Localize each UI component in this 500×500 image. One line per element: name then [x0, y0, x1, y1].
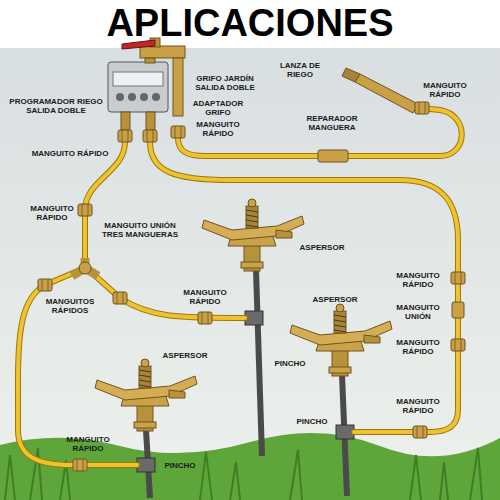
- part-label: MANGUITO RÁPIDO: [193, 121, 243, 139]
- part-label: PROGRAMADOR RIEGO SALIDA DOBLE: [8, 98, 104, 116]
- part-label: MANGUITO RÁPIDO: [395, 398, 441, 416]
- part-label: MANGUITO RÁPIDO: [395, 272, 441, 290]
- title: APLICACIONES: [0, 3, 500, 45]
- part-label: REPARADOR MANGUERA: [302, 115, 362, 133]
- part-label: ASPERSOR: [160, 352, 210, 361]
- part-label: ASPERSOR: [310, 296, 360, 305]
- part-label: MANGUITO RÁPIDO: [178, 289, 233, 307]
- part-label: MANGUITO RÁPIDO: [28, 150, 113, 159]
- part-label: MANGUITO RÁPIDO: [395, 339, 441, 357]
- part-label: PINCHO: [160, 462, 200, 471]
- part-label: PINCHO: [292, 418, 332, 427]
- part-label: LANZA DE RIEGO: [275, 62, 325, 80]
- part-label: MANGUITO RÁPIDO: [28, 205, 76, 223]
- part-label: GRIFO JARDÍN SALIDA DOBLE: [190, 75, 260, 93]
- part-label: ASPERSOR: [297, 244, 347, 253]
- part-label: MANGUITO UNIÓN: [395, 304, 441, 322]
- part-label: MANGUITOS RÁPIDOS: [40, 298, 100, 316]
- part-label: PINCHO: [270, 360, 310, 369]
- part-label: ADAPTADOR GRIFO: [188, 100, 248, 118]
- part-label: MANGUITO RÁPIDO: [63, 436, 113, 454]
- part-label: MANGUITO UNIÓN TRES MANGUERAS: [100, 222, 180, 240]
- part-label: MANGUITO RÁPIDO: [420, 82, 470, 100]
